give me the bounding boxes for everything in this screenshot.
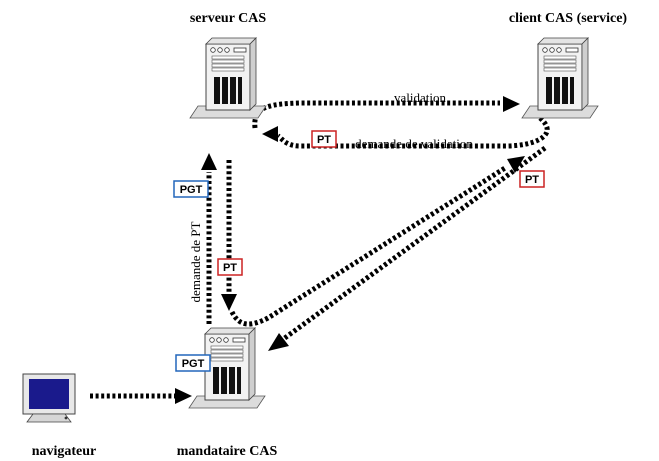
svg-text:PGT: PGT [180, 184, 203, 196]
validation-arrow [252, 100, 500, 129]
client-cas-tower [521, 37, 599, 119]
pt-request-arrowhead [201, 153, 217, 170]
pt-return-arrowhead [221, 294, 237, 311]
svg-text:PT: PT [525, 174, 539, 186]
pt-token-return: PT [217, 258, 243, 276]
validation-arrowhead [503, 96, 520, 112]
proxy-cas-label: mandataire CAS [177, 444, 278, 459]
pt-token-client: PT [519, 170, 545, 188]
server-cas-tower [189, 37, 267, 119]
arrows [90, 96, 550, 404]
pgt-token-request: PGT [173, 180, 209, 198]
server-cas-label: serveur CAS [190, 11, 267, 26]
svg-text:PT: PT [317, 134, 331, 146]
validation-request-arrowhead [262, 126, 278, 142]
pt-token-validation: PT [311, 130, 337, 148]
svg-text:PGT: PGT [182, 358, 205, 370]
browser-label: navigateur [32, 444, 97, 459]
svg-text:PT: PT [223, 262, 237, 274]
client-cas-label: client CAS (service) [509, 11, 628, 26]
validation-label: validation [394, 90, 446, 105]
client-to-proxy-arrow [280, 145, 547, 343]
pgt-token-proxy: PGT [175, 354, 211, 372]
client-to-proxy-arrowhead [268, 333, 289, 351]
validation-request-label: demande de validation [355, 136, 473, 151]
browser-monitor-icon [22, 373, 76, 423]
validation-request-arrow [276, 116, 550, 149]
proxy-to-client-arrow [229, 165, 507, 327]
pt-request-label: demande de PT [188, 222, 203, 303]
browser-to-proxy-arrowhead [175, 388, 192, 404]
proxy-to-client-arrowhead [507, 156, 525, 173]
